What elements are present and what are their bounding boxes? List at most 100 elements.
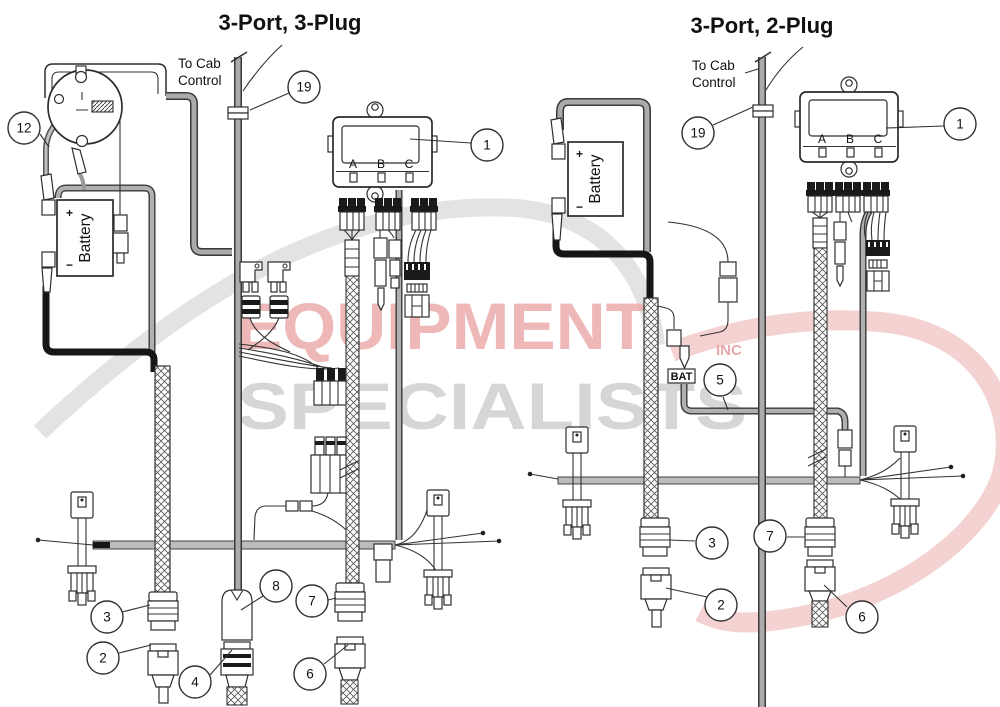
cab-control-label-1-right: To Cab bbox=[692, 58, 735, 73]
power-chain-connector bbox=[837, 429, 853, 478]
bat-pin bbox=[679, 345, 690, 370]
battery-label: Battery bbox=[77, 213, 94, 262]
battery-lead-negative-right bbox=[551, 213, 563, 241]
module-port-a-label-right: A bbox=[818, 132, 826, 146]
bat-lead-connector bbox=[666, 329, 682, 347]
bus-right-end-connector bbox=[423, 489, 453, 610]
svg-text:6: 6 bbox=[858, 610, 866, 625]
cab-pointer-tick bbox=[744, 68, 759, 74]
braided-tail bbox=[226, 686, 248, 706]
battery-lead-positive bbox=[40, 173, 55, 201]
module-port-a-right bbox=[818, 147, 827, 158]
plow-connector-6-right bbox=[804, 559, 836, 628]
svg-text:5: 5 bbox=[716, 373, 724, 388]
callout-6: 6 bbox=[293, 644, 349, 691]
bus-left-dot-right bbox=[527, 471, 533, 477]
battery-minus-sign: − bbox=[66, 258, 73, 272]
control-module-right: A B C bbox=[794, 76, 904, 178]
fuse-holder-1 bbox=[239, 261, 263, 319]
bullet-connector-1 bbox=[285, 500, 299, 512]
svg-text:1: 1 bbox=[483, 138, 491, 153]
battery-positive-cable-right bbox=[557, 99, 650, 252]
callout-12: 12 bbox=[7, 111, 50, 148]
module-port-a-label: A bbox=[349, 157, 357, 171]
module-mount-hole-top bbox=[371, 103, 379, 111]
cable-clamp-upper-right bbox=[752, 104, 774, 112]
bat-lead-wire bbox=[657, 305, 675, 329]
callout-5: 5 bbox=[703, 363, 737, 411]
mid-wire-a bbox=[311, 492, 329, 507]
bullet-connector-2 bbox=[299, 500, 313, 512]
battery-negative-cable-right bbox=[552, 216, 654, 300]
svg-text:3: 3 bbox=[103, 610, 111, 625]
module-port-c bbox=[405, 172, 414, 183]
solenoid-terminal-bottom bbox=[75, 134, 89, 148]
harness-ribbon bbox=[238, 343, 340, 370]
plug-b-chain bbox=[373, 237, 402, 312]
plug-c-connectors bbox=[404, 262, 430, 318]
left-diagram: A B C bbox=[7, 10, 504, 706]
module-display bbox=[341, 125, 420, 164]
bus-left-lead-dot bbox=[35, 537, 41, 543]
plug-b-chain-right bbox=[833, 221, 847, 288]
module-plug-c-right bbox=[862, 182, 890, 241]
bus-right-end-connector-right bbox=[890, 425, 920, 539]
module-plug-c bbox=[407, 198, 438, 263]
title-leader-right bbox=[765, 46, 804, 91]
module-port-c-label-right: C bbox=[874, 132, 883, 146]
callout-2-right: 2 bbox=[665, 587, 738, 622]
callout-1: 1 bbox=[409, 128, 504, 162]
cab-control-label-2-right: Control bbox=[692, 75, 736, 90]
callout-8: 8 bbox=[240, 569, 293, 611]
solenoid bbox=[47, 65, 123, 191]
battery-plus-sign-right: + bbox=[576, 147, 583, 161]
braided-plow-cable-right bbox=[813, 247, 828, 519]
mid-connector-large bbox=[310, 436, 350, 494]
module-port-a bbox=[349, 172, 358, 183]
bus-right-fan bbox=[394, 499, 500, 573]
cable-break-mark bbox=[339, 468, 359, 479]
fuse-holder-2 bbox=[267, 261, 291, 319]
svg-text:7: 7 bbox=[308, 594, 316, 609]
callout-1-right: 1 bbox=[885, 107, 977, 141]
callout-7-right: 7 bbox=[753, 519, 805, 553]
bat-tag-box bbox=[667, 368, 696, 384]
battery-right: + − Battery bbox=[550, 117, 624, 241]
plow-connector-3 bbox=[147, 591, 179, 631]
fuse-crossing-wires bbox=[247, 317, 291, 353]
cab-control-label-2: Control bbox=[178, 73, 222, 88]
cable-break-mark-right bbox=[807, 456, 827, 467]
cable-sleeve-right bbox=[812, 217, 828, 249]
module-mount-hole-bottom-right bbox=[845, 167, 853, 175]
svg-text:3: 3 bbox=[708, 536, 716, 551]
battery-plus-sign: + bbox=[66, 206, 73, 220]
callout-19: 19 bbox=[249, 70, 321, 111]
plow-connector-7-right bbox=[804, 517, 836, 557]
module-port-c-label: C bbox=[405, 157, 414, 171]
battery-terminal-negative bbox=[41, 251, 56, 268]
svg-text:4: 4 bbox=[191, 675, 199, 690]
battery-lead-negative bbox=[41, 267, 53, 293]
svg-text:6: 6 bbox=[306, 667, 314, 682]
bat-tag-label: BAT bbox=[671, 371, 693, 383]
cab-control-label-1: To Cab bbox=[178, 56, 221, 71]
left-title: 3-Port, 3-Plug bbox=[218, 10, 361, 35]
battery-body bbox=[56, 199, 114, 277]
callout-2: 2 bbox=[86, 641, 152, 675]
cable-top-tick bbox=[230, 51, 248, 63]
bus-right-lead-dots bbox=[496, 538, 502, 544]
module-port-b-label: B bbox=[377, 157, 385, 171]
module-display-right bbox=[808, 99, 888, 137]
callout-3: 3 bbox=[90, 600, 151, 634]
plow-connector-6 bbox=[334, 636, 366, 705]
braided-battery-cable-right bbox=[643, 297, 659, 521]
battery-terminal-positive-right bbox=[551, 143, 566, 160]
callout-4: 4 bbox=[178, 649, 233, 699]
callout-7: 7 bbox=[295, 584, 337, 618]
bus-right-dots-right bbox=[960, 473, 966, 479]
power-cable-solenoid bbox=[166, 93, 232, 255]
module-plug-b-right bbox=[834, 182, 862, 223]
mid-connector-3pin bbox=[313, 368, 348, 406]
